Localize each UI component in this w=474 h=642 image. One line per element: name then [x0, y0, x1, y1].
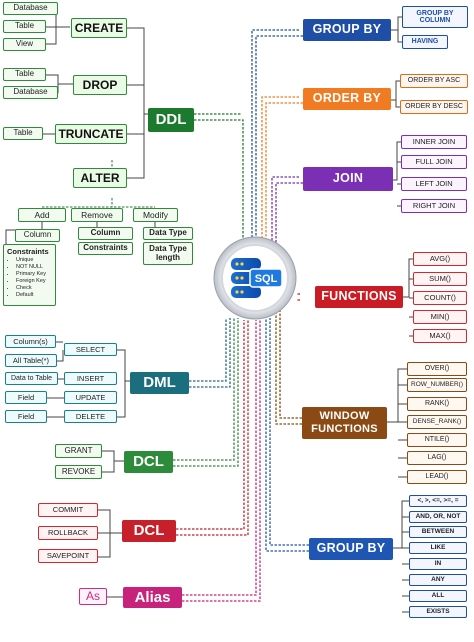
dml-left-all-table: All Table(*) — [5, 354, 57, 367]
drop-item-database: Database — [3, 86, 58, 99]
dcl-hub: DCL — [124, 451, 173, 473]
sql-logo-text: SQL — [255, 273, 278, 285]
tcl-hub: DCL — [122, 520, 176, 542]
create-node: CREATE — [71, 18, 127, 38]
constraint-item: Foreign Key — [16, 278, 55, 285]
sql-database-icon: SQL — [213, 236, 297, 320]
operator-comparison: <, >, <=, >=, = — [409, 495, 467, 507]
join-left: LEFT JOIN — [401, 177, 467, 191]
create-item-view: View — [3, 38, 46, 51]
alter-add: Add — [18, 208, 66, 222]
window-dense-rank: DENSE_RANK() — [407, 415, 467, 429]
window-over: OVER() — [407, 362, 467, 376]
modify-data-type: Data Type — [143, 227, 193, 240]
window-lag: LAG() — [407, 451, 467, 465]
functions-hub: FUNCTIONS — [315, 286, 403, 308]
operator-exists: EXISTS — [409, 606, 467, 618]
dml-left-data-to-table: Data to Table — [5, 372, 58, 385]
operators-hub: GROUP BY — [309, 538, 393, 560]
group-by-having: HAVING — [402, 35, 448, 49]
constraint-item: Unique — [16, 257, 55, 264]
remove-column: Column — [78, 227, 133, 240]
truncate-item-table: Table — [3, 127, 43, 140]
operator-all: ALL — [409, 590, 467, 602]
function-max: MAX() — [413, 329, 467, 343]
tcl-rollback: ROLLBACK — [38, 526, 98, 540]
constraint-item: Check — [16, 285, 55, 292]
add-column: Column — [15, 229, 60, 242]
operator-logical: AND, OR, NOT — [409, 511, 467, 523]
alias-hub: Alias — [123, 587, 182, 608]
remove-constraints: Constraints — [78, 242, 133, 255]
dml-select: SELECT — [64, 343, 117, 356]
function-count: COUNT() — [413, 291, 467, 305]
tcl-savepoint: SAVEPOINT — [38, 549, 98, 563]
dml-hub: DML — [130, 372, 189, 394]
truncate-node: TRUNCATE — [55, 124, 127, 144]
window-functions-hub: WINDOW FUNCTIONS — [302, 407, 387, 439]
function-sum: SUM() — [413, 272, 467, 286]
order-by-asc: ORDER BY ASC — [400, 74, 468, 88]
operator-any: ANY — [409, 574, 467, 586]
window-row-number: ROW_NUMBER() — [407, 378, 467, 392]
constraint-item: NOT NULL — [16, 264, 55, 271]
constraint-item: Primary Key — [16, 271, 55, 278]
drop-item-table: Table — [3, 68, 46, 81]
order-by-desc: ORDER BY DESC — [400, 100, 468, 114]
function-min: MIN() — [413, 310, 467, 324]
alter-remove: Remove — [71, 208, 123, 222]
constraints-title: Constraints — [7, 247, 49, 256]
dcl-revoke: REVOKE — [55, 465, 102, 479]
create-item-table: Table — [3, 20, 46, 33]
join-hub: JOIN — [303, 167, 393, 191]
operator-between: BETWEEN — [409, 526, 467, 538]
group-by-hub: GROUP BY — [303, 19, 391, 41]
join-inner: INNER JOIN — [401, 135, 467, 149]
alter-node: ALTER — [73, 168, 127, 188]
order-by-hub: ORDER BY — [303, 88, 391, 110]
window-ntile: NTILE() — [407, 433, 467, 447]
window-rank: RANK() — [407, 397, 467, 411]
join-right: RIGHT JOIN — [401, 199, 467, 213]
alter-modify: Modify — [133, 208, 178, 222]
dml-left-columns: Column(s) — [5, 335, 56, 348]
alias-as: As — [79, 588, 107, 605]
dml-insert: INSERT — [64, 372, 117, 385]
function-avg: AVG() — [413, 252, 467, 266]
dml-delete: DELETE — [64, 410, 117, 423]
create-item-database: Database — [3, 2, 58, 15]
operator-in: IN — [409, 558, 467, 570]
operator-like: LIKE — [409, 542, 467, 554]
group-by-column: GROUP BY COLUMN — [402, 6, 468, 28]
dml-left-field-update: Field — [5, 391, 47, 404]
constraints-list: Unique NOT NULL Primary Key Foreign Key … — [4, 257, 55, 299]
drop-node: DROP — [73, 75, 127, 95]
add-constraints-box: Constraints Unique NOT NULL Primary Key … — [3, 244, 56, 306]
dml-left-field-delete: Field — [5, 410, 47, 423]
window-lead: LEAD() — [407, 470, 467, 484]
join-full: FULL JOIN — [401, 155, 467, 169]
dcl-grant: GRANT — [55, 444, 102, 458]
modify-data-type-length: Data Type length — [143, 242, 193, 265]
ddl-hub: DDL — [148, 108, 194, 132]
tcl-commit: COMMIT — [38, 503, 98, 517]
dml-update: UPDATE — [64, 391, 117, 404]
constraint-item: Default — [16, 292, 55, 299]
